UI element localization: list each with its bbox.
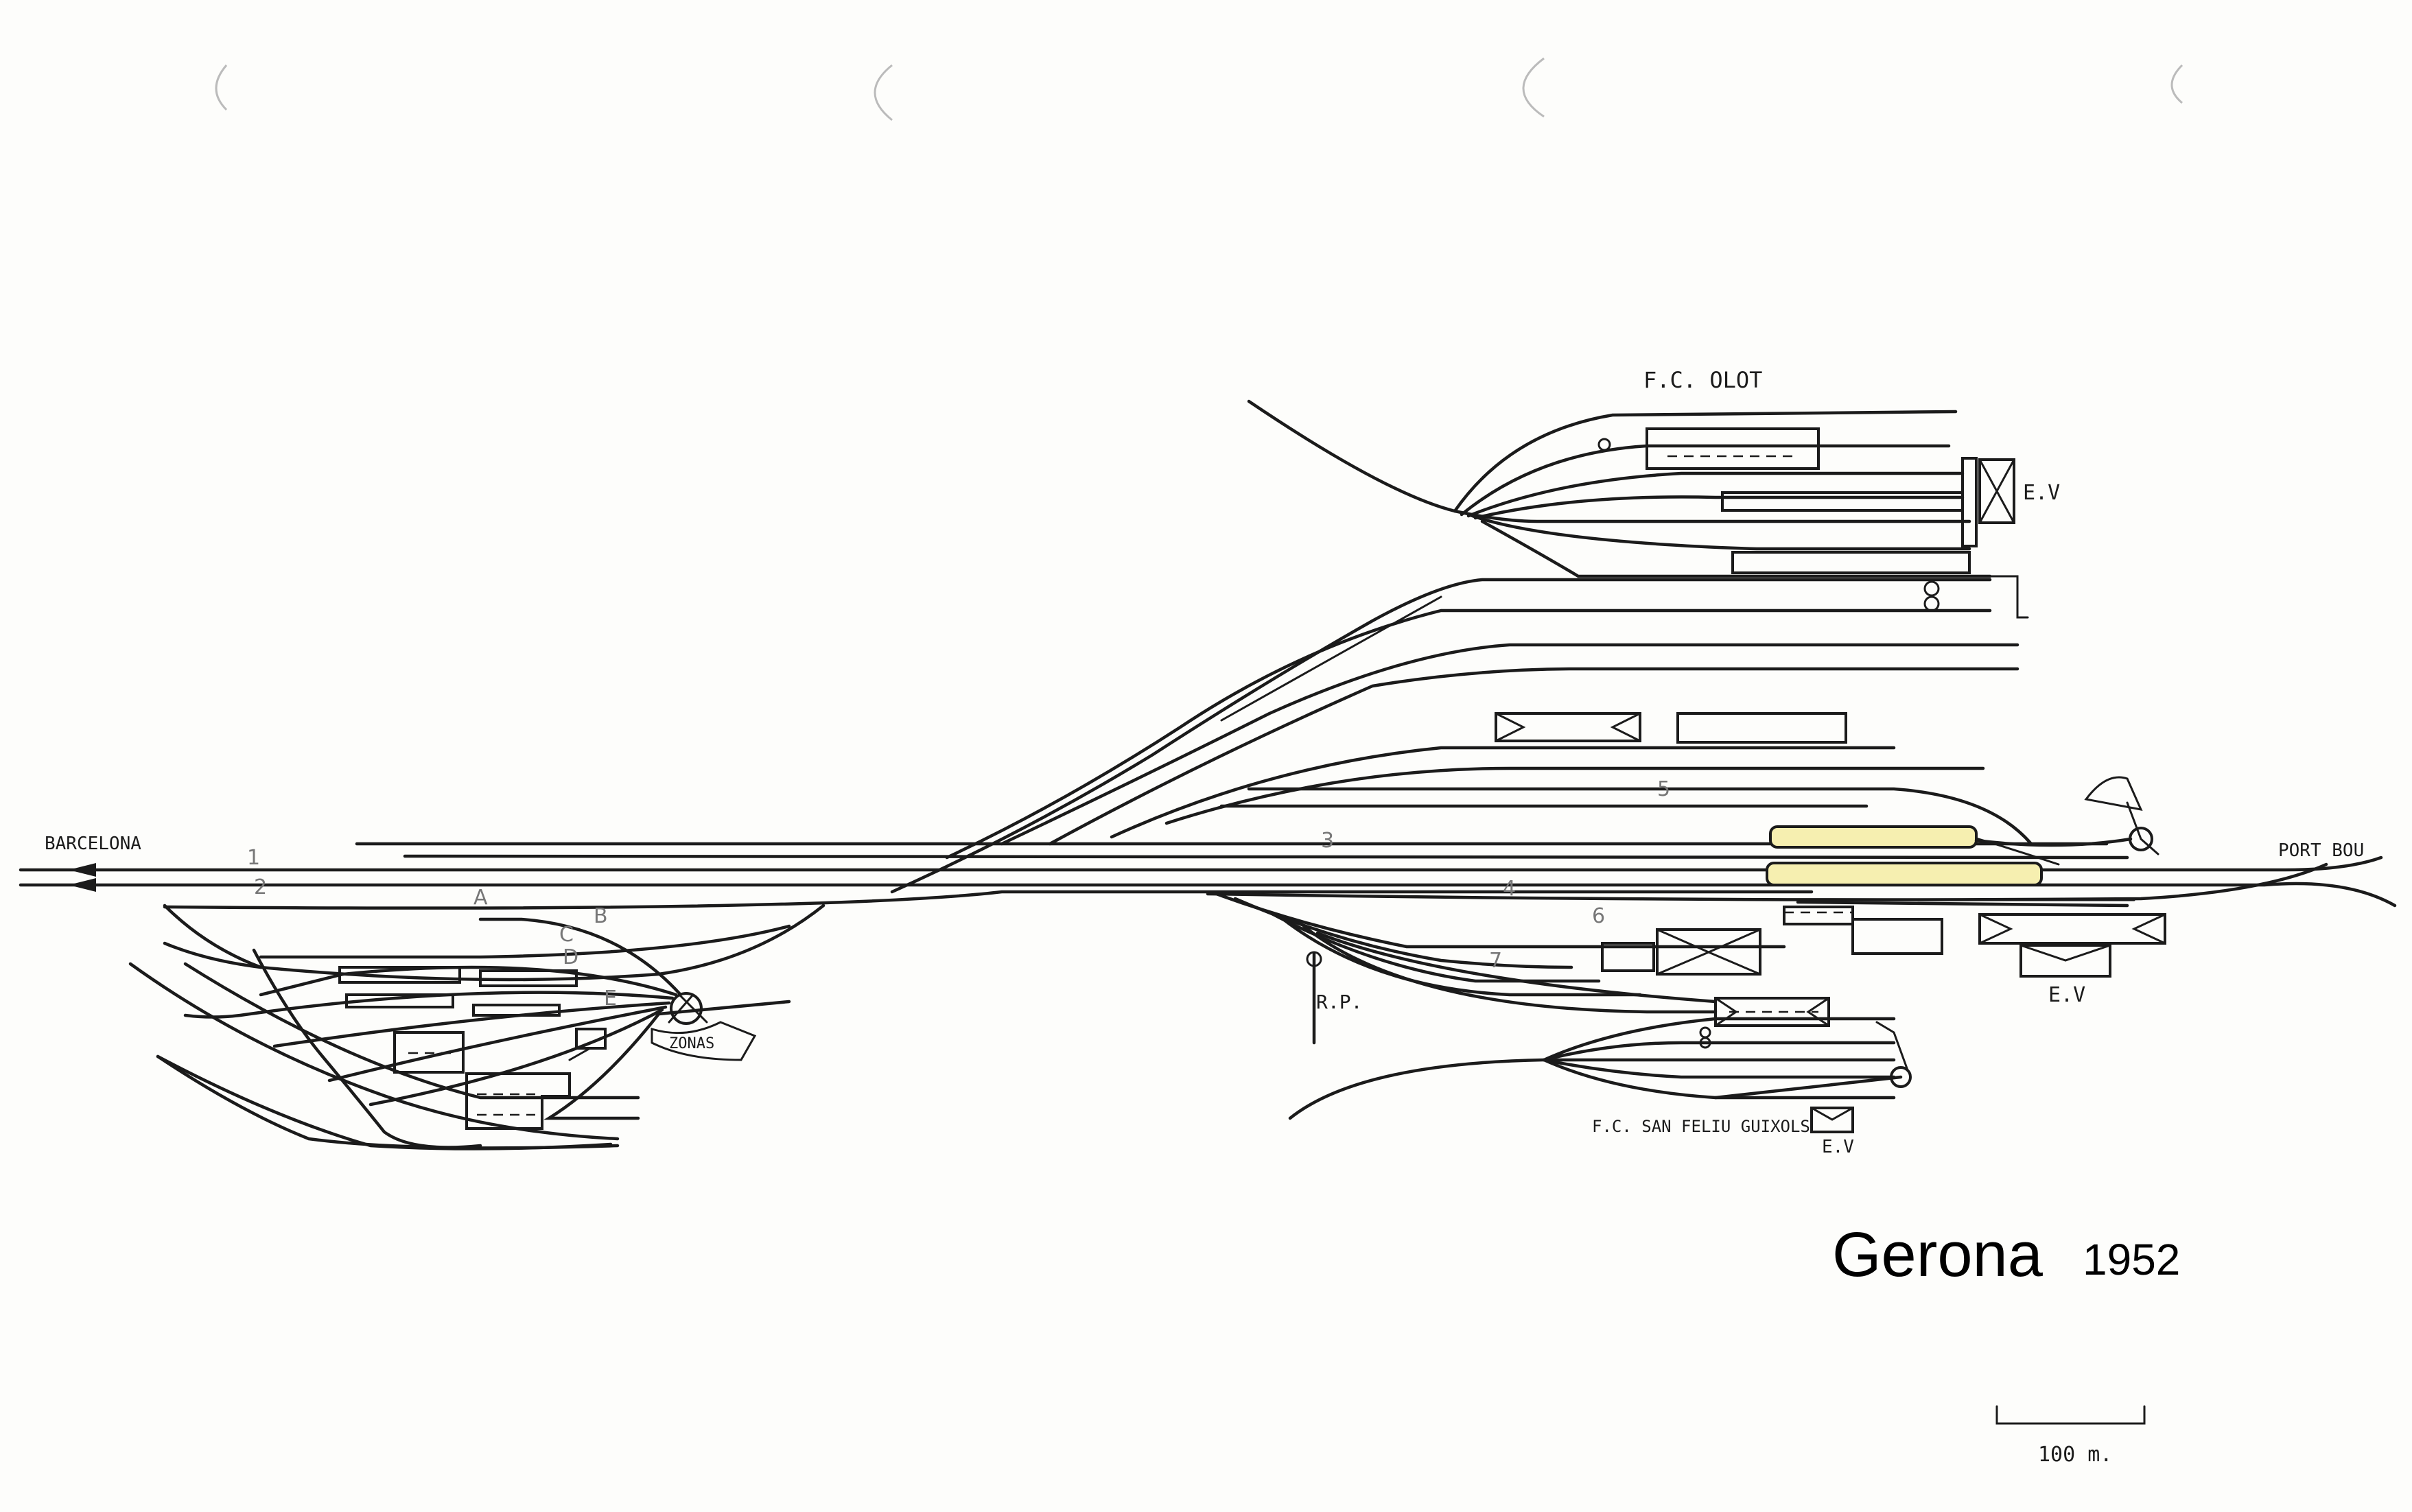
- port-bou-turntable: [1974, 776, 2159, 855]
- portbou-label: PORT BOU: [2278, 840, 2364, 861]
- track-number-2: 2: [254, 875, 267, 899]
- track-letter-c: C: [559, 923, 574, 947]
- track-number-3: 3: [1321, 829, 1334, 853]
- zonas-label: ZONAS: [669, 1035, 714, 1052]
- san-feliu-branch: [1288, 951, 1912, 1133]
- track-number-5: 5: [1657, 777, 1670, 801]
- upper-yard-lines: [890, 578, 2033, 894]
- scale-label: 100 m.: [2038, 1443, 2112, 1467]
- lower-right-yard: [1213, 825, 2166, 1014]
- track-number-7: 7: [1489, 949, 1502, 973]
- title-block: Gerona 1952: [1832, 1220, 2180, 1290]
- track-letter-e: E: [604, 987, 617, 1011]
- sanfeliu-label: F.C. SAN FELIU GUIXOLS: [1592, 1117, 1810, 1136]
- ev-label-sanfeliu: E.V: [1822, 1137, 1854, 1157]
- diagram-title: Gerona: [1832, 1220, 2044, 1290]
- track-number-4: 4: [1503, 877, 1516, 901]
- scale-bar: [1995, 1405, 2146, 1425]
- labels: F.C. OLOT E.V BARCELONA PORT BOU R.P. ZO…: [45, 367, 2364, 1467]
- track-letter-b: B: [594, 904, 608, 928]
- olot-branch: [1247, 399, 2029, 619]
- left-yard: [128, 903, 826, 1150]
- rp-label: R.P.: [1316, 991, 1362, 1013]
- upper-buildings: [1495, 712, 1847, 744]
- track-letter-d: D: [563, 945, 578, 969]
- binder-holes: [215, 57, 2183, 121]
- olot-label: F.C. OLOT: [1643, 367, 1762, 393]
- track-number-6: 6: [1592, 904, 1605, 928]
- track-letter-a: A: [473, 886, 488, 910]
- diagram-year: 1952: [2083, 1235, 2180, 1284]
- ev-label-olot: E.V: [2023, 481, 2060, 505]
- track-markers: 1 2 3 4 5 6 7 A B C D E: [247, 777, 1670, 1011]
- ev-label-right: E.V: [2048, 983, 2085, 1007]
- track-number-1: 1: [247, 846, 260, 870]
- barcelona-label: BARCELONA: [45, 834, 141, 854]
